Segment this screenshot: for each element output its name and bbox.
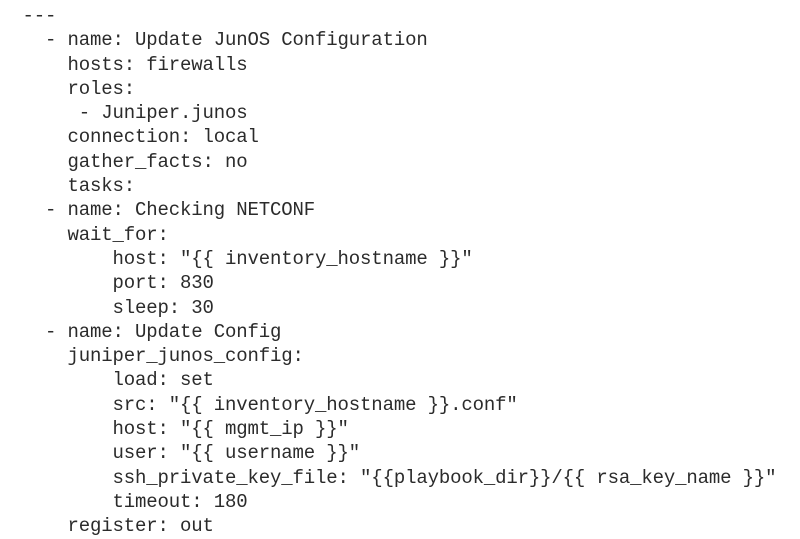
code-line-14: - name: Update Config <box>0 320 282 343</box>
yaml-code-document: --- - name: Update JunOS Configuration h… <box>22 5 777 538</box>
code-line-15: juniper_junos_config: <box>0 345 304 368</box>
code-line-17: src: "{{ inventory_hostname }}.conf" <box>0 393 518 416</box>
code-line-18: host: "{{ mgmt_ip }}" <box>0 418 349 441</box>
code-line-4: roles: <box>0 77 136 100</box>
code-line-7: gather_facts: no <box>0 150 248 173</box>
code-line-3: hosts: firewalls <box>0 53 248 76</box>
code-line-11: host: "{{ inventory_hostname }}" <box>0 247 473 270</box>
yaml-code: --- - name: Update JunOS Configuration h… <box>0 4 800 539</box>
code-line-10: wait_for: <box>0 223 169 246</box>
code-line-13: sleep: 30 <box>0 296 214 319</box>
code-line-5: - Juniper.junos <box>0 102 248 125</box>
code-line-2: - name: Update JunOS Configuration <box>0 29 428 52</box>
code-line-12: port: 830 <box>0 272 214 295</box>
code-line-8: tasks: <box>0 175 136 198</box>
code-line-6: connection: local <box>0 126 259 149</box>
yaml-code-block[interactable]: --- - name: Update JunOS Configuration h… <box>0 4 800 539</box>
code-line-16: load: set <box>0 369 214 392</box>
code-line-21: timeout: 180 <box>0 490 248 513</box>
code-line-1: --- <box>0 5 57 27</box>
code-line-22: register: out <box>0 515 214 538</box>
code-line-9: - name: Checking NETCONF <box>0 199 316 222</box>
code-line-19: user: "{{ username }}" <box>0 442 361 465</box>
code-line-20: ssh_private_key_file: "{{playbook_dir}}/… <box>0 466 777 489</box>
